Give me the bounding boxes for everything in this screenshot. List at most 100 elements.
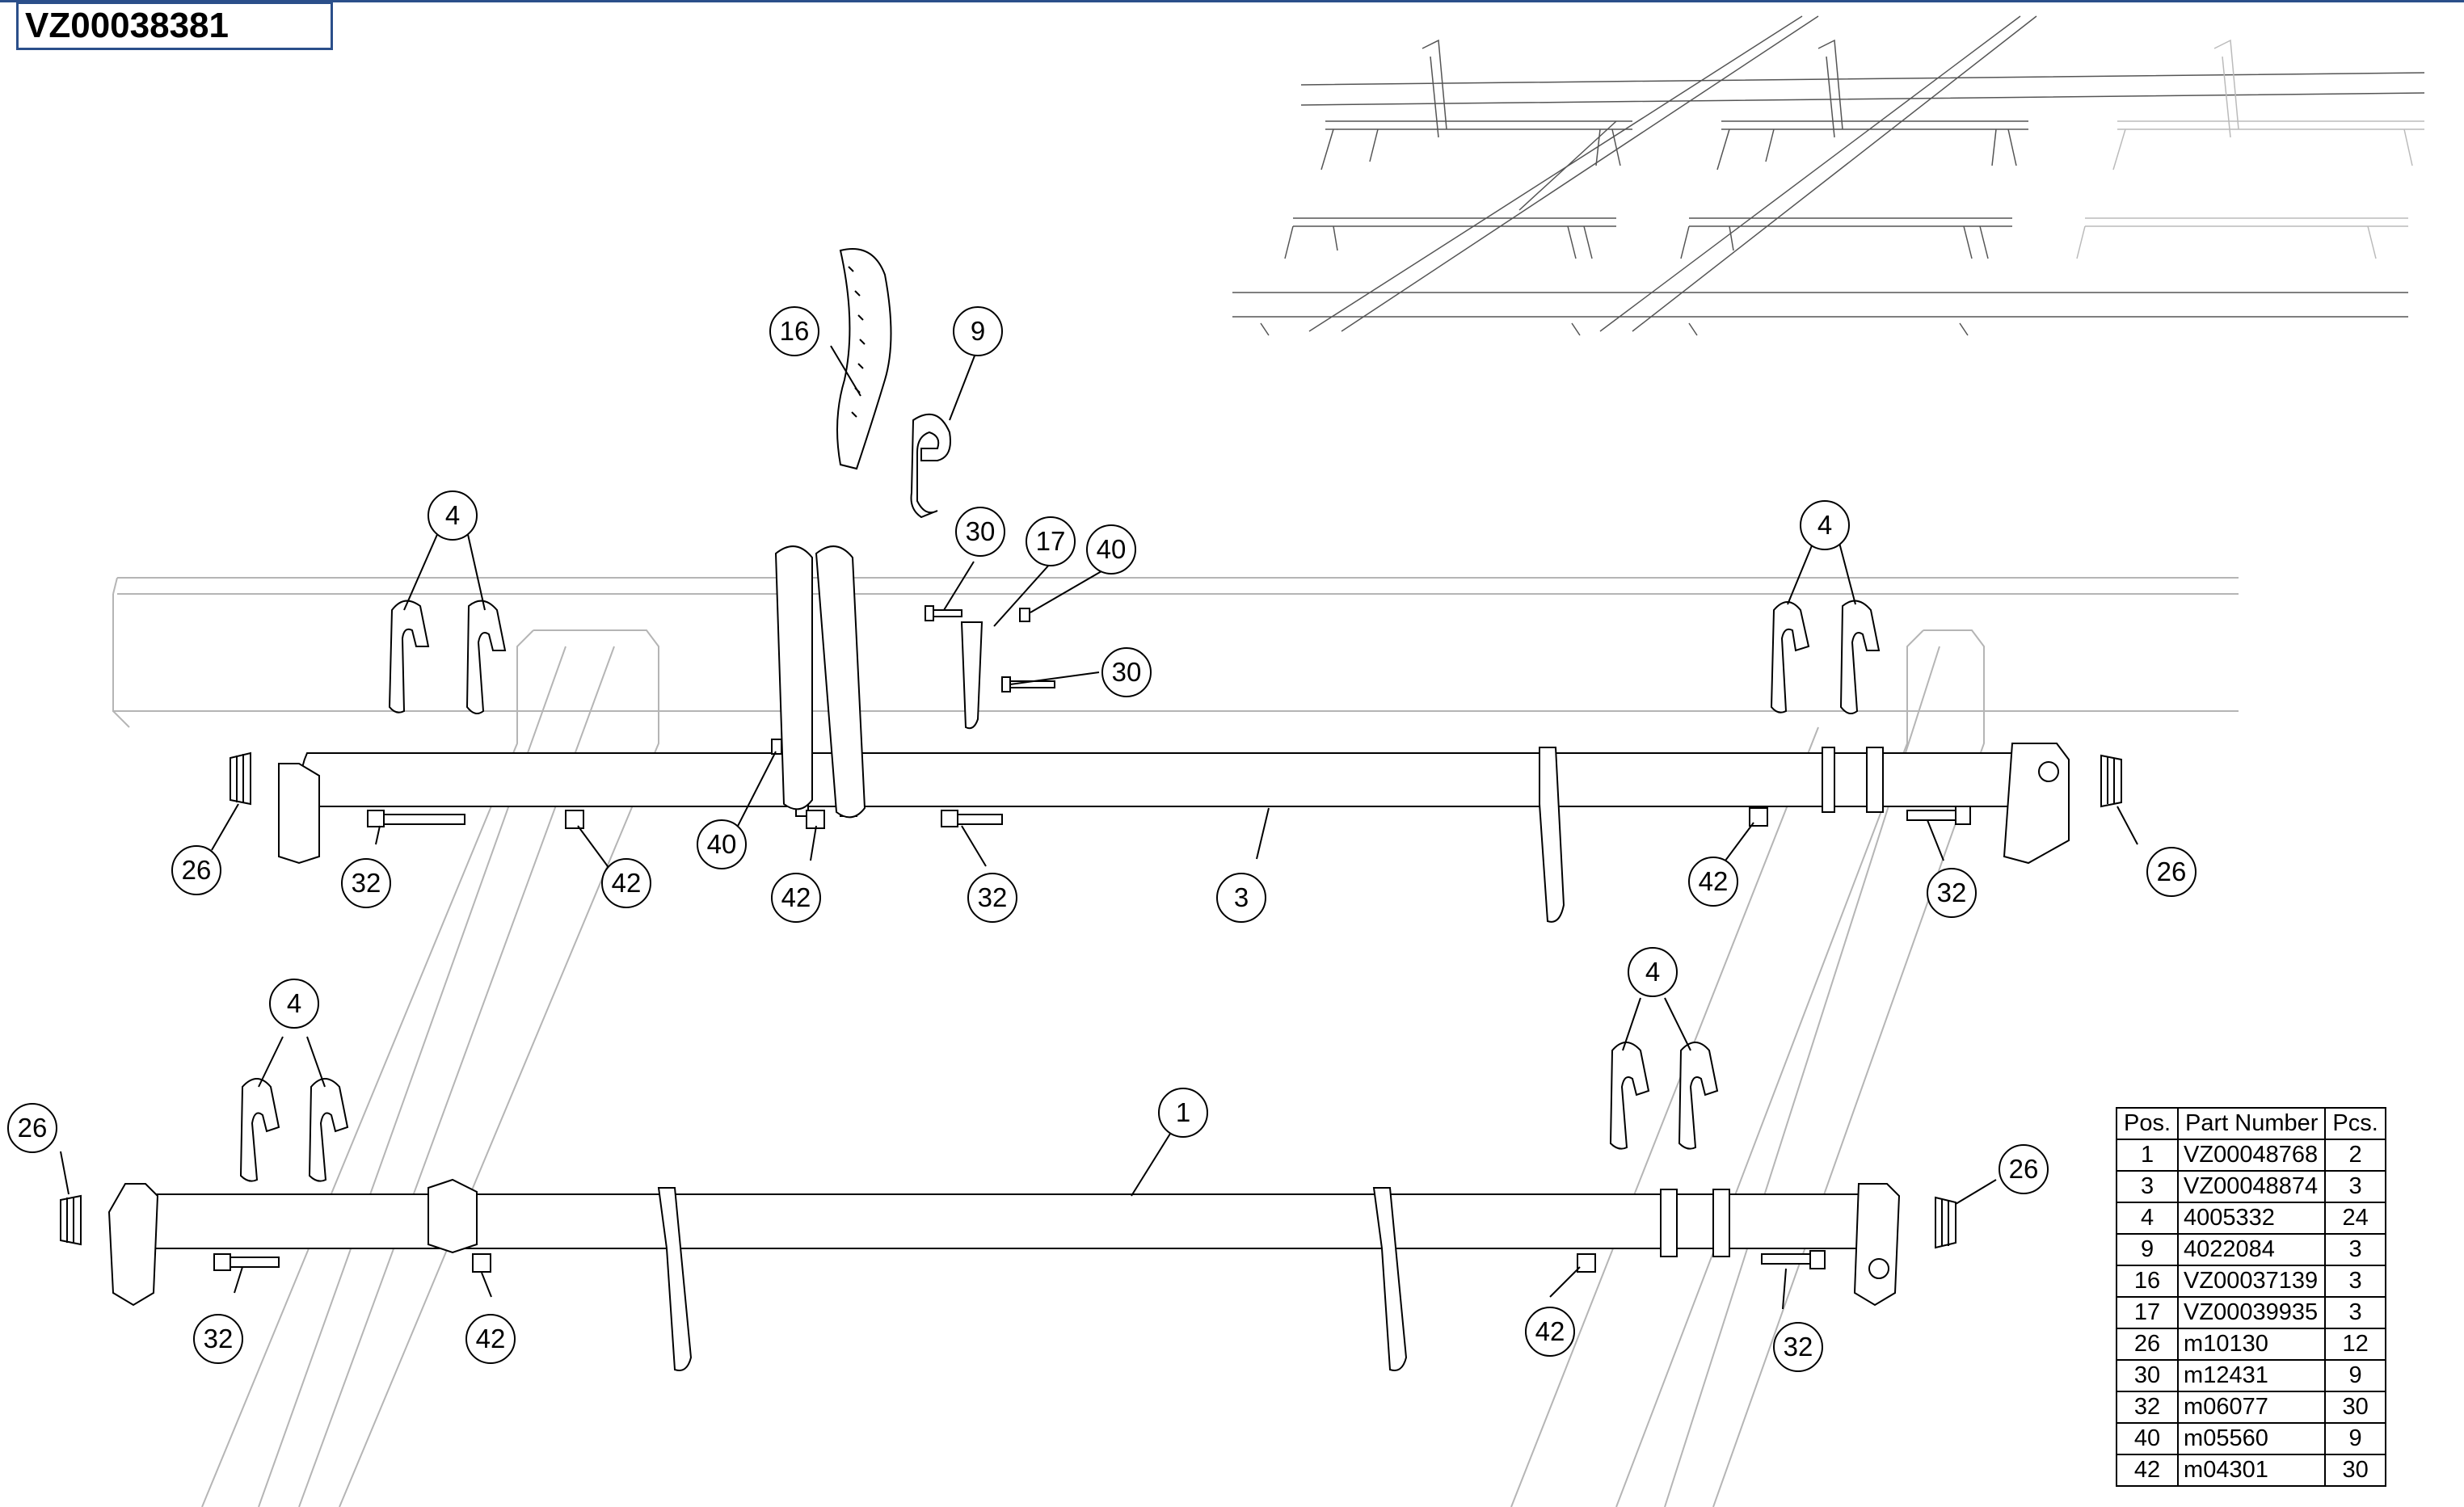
leader-lines: [60, 345, 2138, 1310]
cell-part-number: VZ00048768: [2177, 1139, 2327, 1172]
cell-pos: 32: [2115, 1391, 2180, 1424]
svg-text:3: 3: [1234, 882, 1249, 912]
cell-part-number: m12431: [2177, 1359, 2327, 1392]
callout-balloon: 42: [465, 1314, 516, 1364]
callout-balloon: 4: [1628, 947, 1678, 997]
svg-text:40: 40: [707, 829, 737, 859]
callout-balloon: 26: [1999, 1144, 2049, 1194]
svg-text:42: 42: [1699, 866, 1729, 896]
column-header-pcs: Pcs.: [2324, 1107, 2386, 1140]
callout-balloon: 4: [1800, 500, 1850, 550]
brackets-upper: [388, 600, 1881, 715]
callout-balloon: 42: [1688, 857, 1738, 907]
cell-pcs: 3: [2324, 1265, 2386, 1298]
cell-pcs: 30: [2324, 1391, 2386, 1424]
callout-balloon: 9: [953, 306, 1003, 356]
svg-text:9: 9: [971, 316, 985, 346]
svg-text:30: 30: [1112, 657, 1142, 687]
table-row: 9 4022084 3: [2115, 1233, 2386, 1266]
svg-text:17: 17: [1036, 526, 1066, 556]
plug-left-lower: [60, 1194, 82, 1246]
table-row: 26 m10130 12: [2115, 1328, 2386, 1361]
title-rule: [0, 0, 2464, 2]
svg-text:40: 40: [1097, 534, 1127, 564]
svg-text:32: 32: [1937, 878, 1967, 907]
cell-part-number: m10130: [2177, 1328, 2327, 1361]
callout-balloon: 32: [341, 858, 391, 908]
svg-text:32: 32: [978, 882, 1008, 912]
table-row: 40 m05560 9: [2115, 1422, 2386, 1455]
svg-text:42: 42: [781, 882, 811, 912]
callout-balloon: 42: [1525, 1307, 1575, 1357]
plug-right-upper: [2100, 754, 2122, 808]
svg-text:32: 32: [352, 868, 381, 898]
svg-text:32: 32: [1784, 1332, 1813, 1362]
table-row: 42 m04301 30: [2115, 1454, 2386, 1487]
table-row: 30 m12431 9: [2115, 1359, 2386, 1392]
brackets-lower: [239, 1042, 1719, 1182]
svg-text:26: 26: [2009, 1154, 2039, 1184]
cell-part-number: m05560: [2177, 1422, 2327, 1455]
svg-text:16: 16: [780, 316, 810, 346]
cell-pos: 17: [2115, 1296, 2180, 1329]
table-row: 3 VZ00048874 3: [2115, 1170, 2386, 1203]
column-header-part-number: Part Number: [2177, 1107, 2327, 1140]
cell-part-number: VZ00037139: [2177, 1265, 2327, 1298]
callout-balloon: 40: [1086, 524, 1136, 575]
background-frame: [112, 577, 2239, 1507]
cell-pos: 40: [2115, 1422, 2180, 1455]
upper-shaft-assembly: [230, 739, 2122, 923]
svg-text:4: 4: [287, 988, 301, 1018]
parts-list-header-row: Pos. Part Number Pcs.: [2115, 1107, 2386, 1140]
cell-pcs: 9: [2324, 1422, 2386, 1455]
plug-left-upper: [230, 751, 251, 806]
plug-right-lower: [1935, 1196, 1956, 1249]
callout-balloon: 30: [955, 507, 1005, 557]
cell-part-number: VZ00048874: [2177, 1170, 2327, 1203]
column-header-pos: Pos.: [2115, 1107, 2180, 1140]
svg-text:42: 42: [1535, 1316, 1565, 1346]
svg-text:26: 26: [182, 855, 212, 885]
cell-part-number: 4022084: [2177, 1233, 2327, 1266]
table-row: 4 4005332 24: [2115, 1202, 2386, 1235]
cell-part-number: m04301: [2177, 1454, 2327, 1487]
svg-text:4: 4: [1645, 957, 1660, 987]
callout-balloon: 42: [601, 858, 651, 908]
callout-balloon: 30: [1101, 647, 1152, 697]
callout-balloon: 16: [769, 306, 819, 356]
parts-list-table: Pos. Part Number Pcs. 1 VZ00048768 2 3 V…: [2115, 1107, 2386, 1487]
cell-pos: 16: [2115, 1265, 2180, 1298]
cell-pos: 9: [2115, 1233, 2180, 1266]
cell-pcs: 3: [2324, 1296, 2386, 1329]
callout-balloon: 1: [1158, 1088, 1208, 1138]
callout-balloon: 26: [2146, 847, 2197, 897]
cell-pcs: 9: [2324, 1359, 2386, 1392]
cell-pcs: 12: [2324, 1328, 2386, 1361]
svg-text:26: 26: [2157, 857, 2187, 886]
svg-text:30: 30: [966, 516, 996, 546]
cell-pos: 3: [2115, 1170, 2180, 1203]
drawing-number: VZ00038381: [16, 2, 333, 50]
cell-part-number: m06077: [2177, 1391, 2327, 1424]
cell-pos: 30: [2115, 1359, 2180, 1392]
svg-text:1: 1: [1176, 1097, 1190, 1127]
cell-pcs: 24: [2324, 1202, 2386, 1235]
center-link-assembly: [774, 248, 1055, 819]
svg-text:4: 4: [1817, 510, 1832, 540]
callout-balloon: 32: [193, 1314, 243, 1364]
svg-text:42: 42: [612, 868, 642, 898]
table-row: 16 VZ00037139 3: [2115, 1265, 2386, 1298]
callout-balloon: 26: [171, 845, 221, 895]
cell-pcs: 3: [2324, 1170, 2386, 1203]
callout-balloon: 4: [428, 490, 478, 541]
table-row: 32 m06077 30: [2115, 1391, 2386, 1424]
overview-inset: [1232, 15, 2425, 336]
callouts: 16 9 4 30 17 40 30 4: [7, 306, 2197, 1372]
callout-balloon: 32: [967, 873, 1017, 923]
callout-balloon: 4: [269, 979, 319, 1029]
svg-text:26: 26: [18, 1113, 48, 1143]
lower-shaft-assembly: [60, 1178, 1956, 1371]
cell-pcs: 3: [2324, 1233, 2386, 1266]
callout-balloon: 40: [697, 819, 747, 869]
